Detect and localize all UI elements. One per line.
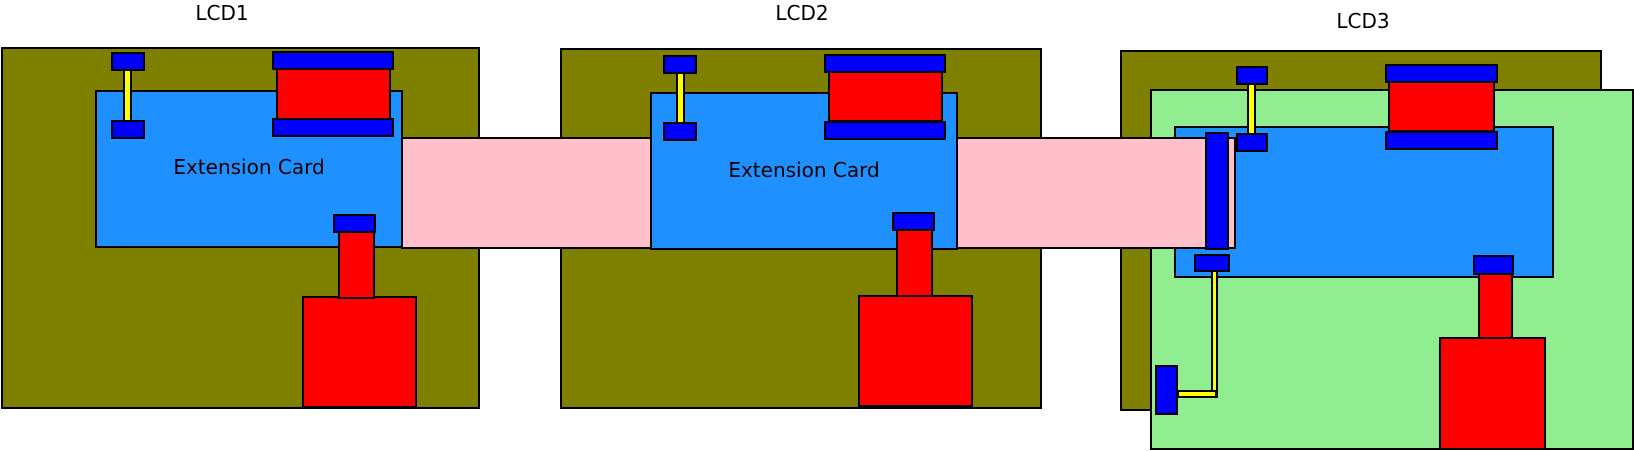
- lcd2-jumper-top-connector: [663, 55, 697, 74]
- lcd2-jumper-wire: [676, 71, 685, 126]
- panel-lcd3-components: [1155, 64, 1546, 450]
- lcd2-top-connector-upper: [824, 54, 946, 73]
- lcd3-bottom-connector: [1473, 255, 1514, 275]
- ribbon-cable-2: [956, 137, 1236, 249]
- lcd2-bottom-component-neck: [896, 229, 933, 297]
- lcd3-top-component: [1388, 80, 1495, 132]
- lcd3-jumper-bottom-connector: [1236, 133, 1268, 152]
- lcd1-jumper-wire: [123, 67, 132, 124]
- lcd2-top-component: [828, 70, 943, 122]
- lcd2-bottom-component-base: [858, 295, 973, 407]
- lcd2-card-label: Extension Card: [728, 158, 879, 182]
- lcd1-card-label: Extension Card: [173, 155, 324, 179]
- lcd3-l-wire-horizontal: [1177, 390, 1217, 398]
- lcd1-top-connector-lower: [272, 118, 394, 137]
- lcd1-top-connector-upper: [272, 51, 394, 70]
- lcd3-top-connector-lower: [1385, 131, 1498, 150]
- lcd2-bottom-connector: [892, 212, 935, 231]
- lcd3-jumper-top-connector: [1236, 66, 1268, 85]
- panel-lcd1: LCD1 Extension Card: [1, 1, 480, 409]
- lcd3-bottom-component-base: [1439, 337, 1546, 450]
- lcd3-l-wire-vertical: [1211, 267, 1218, 398]
- lcd3-bottom-component-neck: [1478, 273, 1513, 339]
- lcd1-jumper-top-connector: [111, 52, 145, 71]
- lcd3-top-connector-upper: [1385, 64, 1498, 83]
- panel-label-lcd3: LCD3: [1336, 9, 1389, 33]
- lcd3-jumper-wire: [1247, 81, 1256, 136]
- lcd2-top-connector-lower: [824, 121, 946, 140]
- lcd1-bottom-connector: [333, 214, 376, 233]
- lcd2-jumper-bottom-connector: [663, 122, 697, 141]
- ribbon-cable-1: [401, 137, 653, 249]
- lcd3-l-wire-side-connector: [1155, 365, 1178, 415]
- lcd3-l-wire-top-connector: [1194, 254, 1230, 272]
- lcd1-top-component: [276, 66, 391, 120]
- lcd1-bottom-component-base: [302, 296, 417, 408]
- lcd1-jumper-bottom-connector: [111, 120, 145, 139]
- lcd1-bottom-component-neck: [338, 231, 375, 299]
- panel-lcd2-card: Extension Card: [650, 54, 973, 407]
- panel-label-lcd1: LCD1: [195, 1, 248, 25]
- panel-label-lcd2: LCD2: [775, 1, 828, 25]
- lcd3-ribbon-connector: [1205, 132, 1229, 250]
